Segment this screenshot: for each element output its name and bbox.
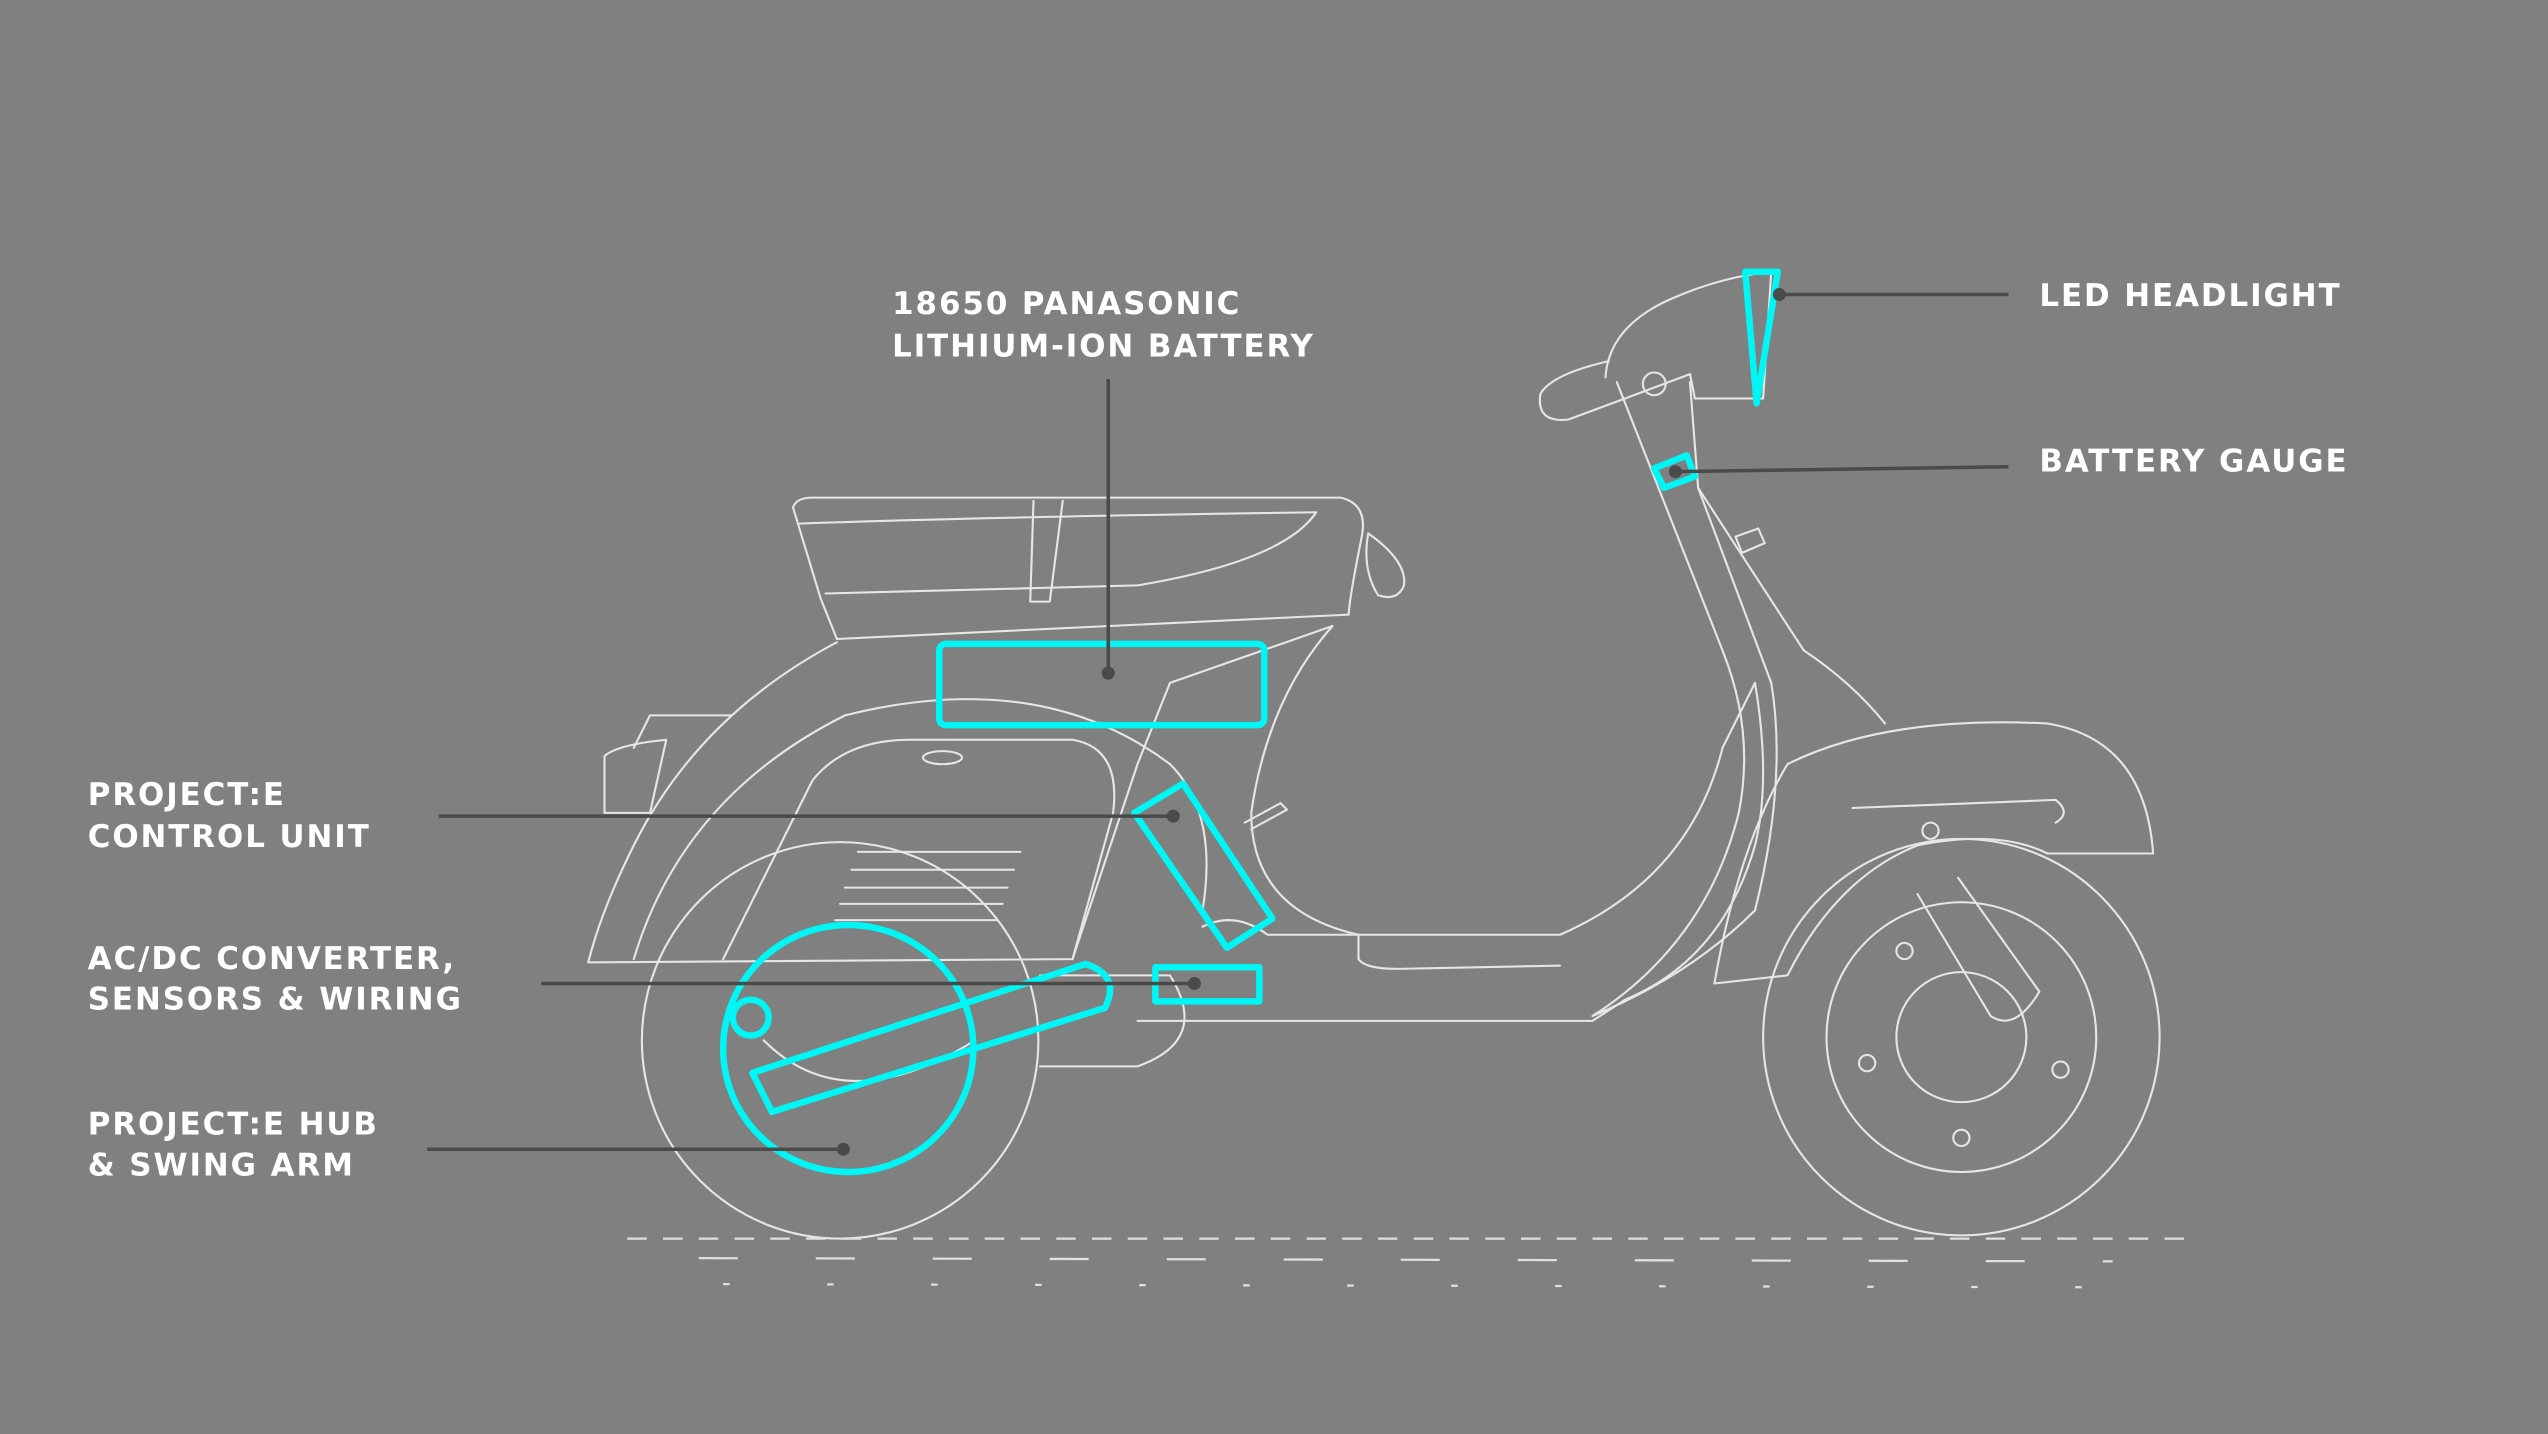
converter-label-line2: SENSORS & WIRING — [88, 982, 463, 1018]
callout-labels: 18650 PANASONIC LITHIUM-ION BATTERY LED … — [88, 278, 2348, 1183]
battery-label-line1: 18650 PANASONIC — [892, 286, 1241, 322]
gauge-label: BATTERY GAUGE — [2039, 444, 2348, 480]
highlighted-components — [719, 268, 1781, 1176]
headlight-highlight — [1742, 268, 1781, 407]
footboard — [1136, 681, 1765, 1022]
converter-label-line1: AC/DC CONVERTER, — [88, 941, 456, 977]
battery-label-line2: LITHIUM-ION BATTERY — [892, 328, 1315, 364]
control-unit-highlight — [1131, 780, 1276, 951]
seat — [791, 496, 1364, 641]
gauge-highlight — [1651, 452, 1699, 492]
scooter-outline — [587, 270, 2161, 1240]
fork — [1916, 876, 2041, 1022]
control-unit-label-line1: PROJECT:E — [88, 777, 286, 813]
leader-lines — [427, 288, 2009, 1156]
front-wheel — [1762, 837, 2161, 1237]
hub-highlight — [719, 921, 977, 1176]
side-panel — [722, 738, 1116, 961]
headlight-label: LED HEADLIGHT — [2039, 278, 2341, 314]
front-fender — [1713, 721, 2155, 985]
ground-lines — [627, 1237, 2186, 1289]
rear-body — [587, 624, 1334, 964]
control-unit-label-line2: CONTROL UNIT — [88, 819, 371, 855]
hub-label-line1: PROJECT:E HUB — [88, 1107, 379, 1143]
battery-highlight — [936, 640, 1268, 729]
handlebar — [1538, 270, 1773, 421]
rear-wheel — [640, 841, 1040, 1240]
front-shield — [1591, 381, 1778, 1018]
swing-arm-highlight — [749, 960, 1114, 1116]
hub-label-line2: & SWING ARM — [88, 1147, 355, 1183]
